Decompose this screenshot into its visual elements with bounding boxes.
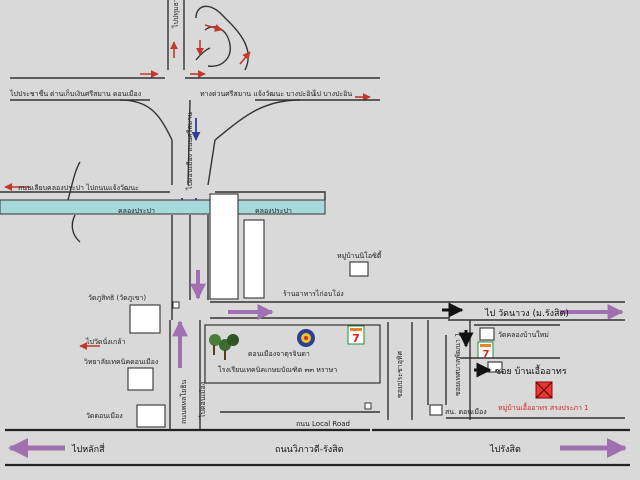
wat-don-mueang-box xyxy=(136,404,166,428)
label-to-bang-pa-in: ไป บางปะอิน xyxy=(312,89,352,98)
label-canal-left: คลองประปา xyxy=(118,207,155,215)
label-village-target: หมู่บ้านเอื้ออาทร สรงประภา 1 xyxy=(498,401,589,412)
label-soi-ban-uea: ซอย บ้านเอื้ออาทร xyxy=(495,364,567,377)
label-school-bottom: โรงเรียนเทคนิคเกษมบัณฑิต ๓๓ หราษา xyxy=(218,365,337,374)
destination-marker xyxy=(535,381,553,399)
label-to-wat-nang: ไป วัดนาวง (ม.รังสิต) xyxy=(484,308,569,319)
secondary-roads xyxy=(210,301,625,420)
label-lane-vertical: ซอยประชาอุทิศ xyxy=(396,350,404,398)
wat-klong-box xyxy=(479,327,495,341)
label-wat-phu-sitthi: วัดภูสิทธิ (วัดภูเขา) xyxy=(88,294,146,302)
building-block-1 xyxy=(209,193,239,300)
label-to-lak-si: ไปหลักสี่ xyxy=(71,442,105,455)
building-block-2 xyxy=(243,219,265,299)
label-vocational: วิทยาลัยเทคนิคดอนเมือง xyxy=(84,358,158,366)
seven-eleven-icon: 7 xyxy=(347,325,365,345)
label-local-road: ถนน Local Road xyxy=(296,420,350,428)
label-canal-right: คลองประปา xyxy=(255,207,292,215)
arrow-red-4 xyxy=(239,51,251,65)
label-expressway-vertical: ไปดอนเมือง ถนนศรีสมาน xyxy=(185,112,194,191)
main-road xyxy=(5,320,630,467)
school-complex: 7 xyxy=(204,324,381,384)
label-to-prachachuen: ไปประชาชื่น xyxy=(9,89,48,98)
label-rangsit-vertical: ถนนพหลโยธิน xyxy=(179,380,188,424)
label-chaengwattana-toll: ทางด่วนศรีสมาน แจ้งวัฒนะ บางปะอิน xyxy=(200,90,316,98)
top-interchange xyxy=(167,0,249,71)
svg-text:7: 7 xyxy=(483,349,490,360)
label-wat-don-mueang: วัดดอนเมือง xyxy=(86,412,123,420)
label-canal-road: ถนนเลียบคลองประปา ไปถนนแจ้งวัฒนะ xyxy=(18,183,139,192)
arrow-red-3 xyxy=(204,24,223,32)
marker-square-1 xyxy=(172,301,180,309)
label-top-road: ไปปทุมธานี xyxy=(171,0,180,29)
emblem-icon xyxy=(297,329,315,347)
expressway-horizontal xyxy=(10,77,380,141)
label-to-rangsit: ไปรังสิต xyxy=(489,444,521,455)
label-wat-klong: วัดคลองบ้านใหม่ xyxy=(498,330,549,339)
vocational-box xyxy=(127,367,154,391)
label-village-oc: หมู่บ้านนิโอซิตี้ xyxy=(337,249,383,260)
label-don-mueang-toll: ด่านเก็บเงินศรีสมาน ดอนเมือง xyxy=(50,89,141,98)
label-school-top: ดอนเมืองจาตุรจินดา xyxy=(248,350,310,358)
police-box xyxy=(429,404,443,416)
canal xyxy=(0,161,326,243)
wat-phu-sitthi-box xyxy=(129,304,161,334)
label-police: สน. ดอนเมือง xyxy=(445,408,487,416)
label-don-mueang-vertical: ไปดอนเมือง xyxy=(198,382,207,419)
village-oc-box xyxy=(349,261,369,277)
tree-icon xyxy=(209,334,239,360)
label-restaurant: ร้านอาหารไก่อบโอ่ง xyxy=(283,289,344,298)
label-to-lak-hok-top: ไปวัดนั่งเกล้า xyxy=(85,337,126,346)
marker-square-2 xyxy=(364,402,372,410)
svg-text:7: 7 xyxy=(352,332,360,345)
label-main-road: ถนนวิภาวดี-รังสิต xyxy=(275,444,344,455)
seven-eleven-icon-2: 7 xyxy=(477,341,494,360)
label-soi-right-vertical: ซอยเทศบาลพัฒนา 1 xyxy=(454,332,462,396)
